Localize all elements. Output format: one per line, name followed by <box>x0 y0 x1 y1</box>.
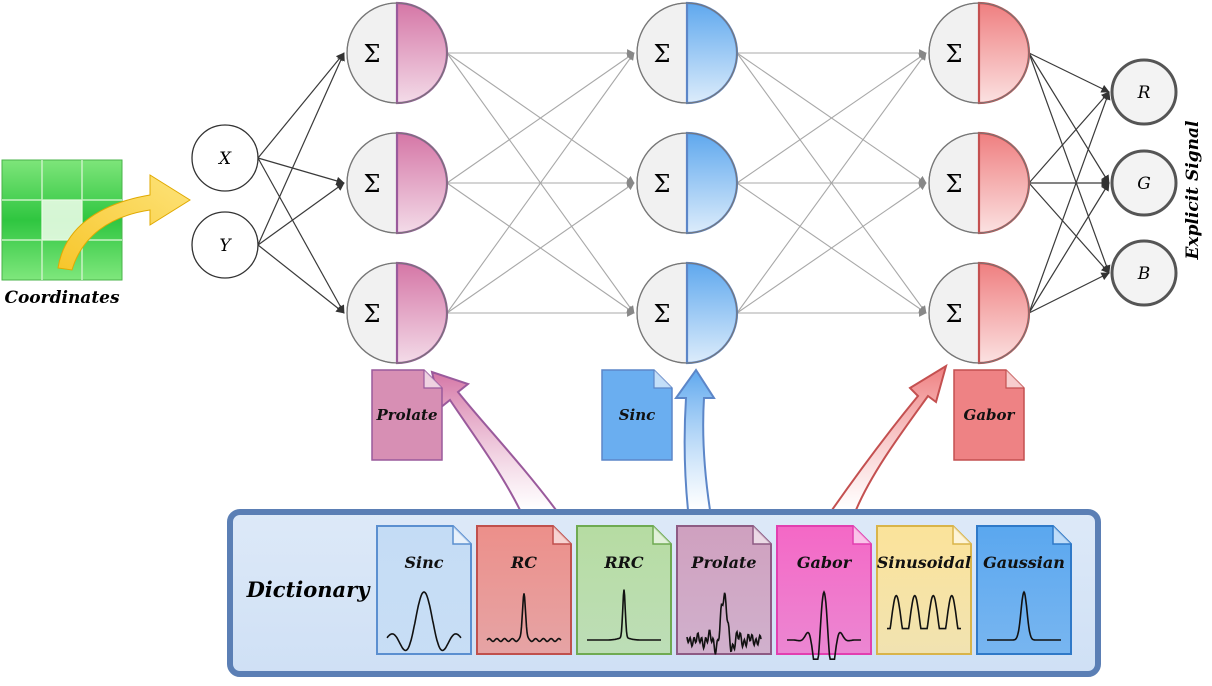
dictionary-item-rrc: RRC <box>576 525 672 655</box>
dictionary-item-label: Gabor <box>797 553 853 572</box>
sum-symbol: Σ <box>654 170 671 198</box>
arrow-to-gabor-layer <box>830 363 948 511</box>
output-node-label: G <box>1137 174 1151 194</box>
neuron-gabor-1: Σ <box>928 1 1031 105</box>
edge-layer2-to-layer3 <box>736 52 927 184</box>
waveform-gabor <box>787 590 861 660</box>
dictionary-item-sinc: Sinc <box>376 525 472 655</box>
dictionary-item-label: Prolate <box>690 553 756 572</box>
dictionary-item-sinusoidal: Sinusoidal <box>876 525 972 655</box>
edge-layer1-to-layer2 <box>446 182 635 314</box>
edge-input-to-layer1 <box>257 52 345 246</box>
waveform-prolate <box>686 592 762 655</box>
neuron-prolate-1: Σ <box>346 1 449 105</box>
edge-input-to-layer1 <box>257 157 345 185</box>
hidden-layers: Σ Σ Σ Σ Σ Σ Σ Σ Σ <box>346 1 1031 365</box>
input-node-label: Y <box>219 236 232 256</box>
edge-input-to-layer1 <box>257 157 345 314</box>
layer-doc-label: Sinc <box>619 406 656 424</box>
neuron-sinc-2: Σ <box>636 131 739 235</box>
edge-layer3-to-output <box>1028 52 1111 274</box>
edge-layer3-to-output <box>1028 52 1110 93</box>
sum-symbol: Σ <box>654 300 671 328</box>
dictionary-item-label: Gaussian <box>983 553 1065 572</box>
layer-doc-label: Gabor <box>964 406 1016 424</box>
waveform-sinc <box>386 591 462 652</box>
edge-layer1-to-layer2 <box>446 52 635 184</box>
sum-symbol: Σ <box>654 40 671 68</box>
arrow-to-prolate-layer <box>430 370 559 511</box>
dictionary-item-label: RC <box>510 553 537 572</box>
sum-symbol: Σ <box>364 170 381 198</box>
output-node-b: B <box>1110 239 1178 307</box>
neuron-prolate-2: Σ <box>346 131 449 235</box>
edge-layer3-to-output <box>1028 182 1110 314</box>
edge-input-to-layer1 <box>257 52 345 159</box>
neuron-gabor-3: Σ <box>928 261 1031 365</box>
layer-doc-sinc: Sinc <box>601 369 673 461</box>
dictionary-item-prolate: Prolate <box>676 525 772 655</box>
layer-doc-prolate: Prolate <box>371 369 443 461</box>
neuron-prolate-3: Σ <box>346 261 449 365</box>
arrow-to-sinc-layer <box>674 368 716 511</box>
edge-input-to-layer1 <box>257 182 345 246</box>
neuron-gabor-2: Σ <box>928 131 1031 235</box>
edge-input-to-layer1 <box>257 244 345 314</box>
layer-function-labels: Prolate Sinc Gabor <box>371 369 1025 461</box>
layer-doc-label: Prolate <box>375 406 437 424</box>
explicit-signal-caption: Explicit Signal <box>1183 120 1203 260</box>
output-nodes: R G B <box>1110 58 1178 307</box>
edge-layer2-to-layer3 <box>736 182 927 314</box>
input-node-x: X <box>191 124 259 192</box>
edge-layer2-to-layer3 <box>736 52 927 314</box>
input-node-y: Y <box>191 211 259 279</box>
neuron-sinc-3: Σ <box>636 261 739 365</box>
dictionary-item-rc: RC <box>476 525 572 655</box>
dictionary-panel: Dictionary Sinc RC RRC Prolate Gabor Sinusoid… <box>227 509 1101 677</box>
coordinates-caption: Coordinates <box>4 288 120 308</box>
connection-edges <box>257 49 1111 317</box>
sum-symbol: Σ <box>364 300 381 328</box>
edge-layer3-to-output <box>1028 52 1110 184</box>
sum-symbol: Σ <box>946 170 963 198</box>
sum-symbol: Σ <box>946 300 963 328</box>
output-node-label: R <box>1137 83 1151 103</box>
sum-symbol: Σ <box>364 40 381 68</box>
input-nodes: XY <box>191 124 259 279</box>
dictionary-item-gaussian: Gaussian <box>976 525 1072 655</box>
sum-symbol: Σ <box>946 40 963 68</box>
edge-layer3-to-output <box>1028 272 1110 314</box>
coordinate-input-arrow <box>57 174 191 271</box>
edge-layer1-to-layer2 <box>446 52 635 314</box>
neuron-sinc-1: Σ <box>636 1 739 105</box>
dictionary-item-label: Sinc <box>404 553 443 572</box>
dictionary-item-gabor: Gabor <box>776 525 872 660</box>
waveform-rrc <box>587 589 661 641</box>
layer-doc-gabor: Gabor <box>953 369 1025 461</box>
edge-layer3-to-output <box>1028 182 1110 274</box>
output-node-label: B <box>1137 264 1151 284</box>
output-node-r: R <box>1110 58 1178 126</box>
dictionary-title: Dictionary <box>246 577 372 602</box>
dictionary-to-layer-arrows <box>430 363 948 511</box>
waveform-gaussian <box>987 590 1061 641</box>
edge-layer3-to-output <box>1028 91 1111 314</box>
waveform-sinusoid <box>887 594 961 630</box>
waveform-rc <box>486 593 562 643</box>
dictionary-item-label: Sinusoidal <box>877 553 971 572</box>
edge-layer3-to-output <box>1028 91 1110 184</box>
input-node-label: X <box>217 149 232 169</box>
output-node-g: G <box>1110 149 1178 217</box>
dictionary-items: Sinc RC RRC Prolate Gabor Sinusoidal Gaussian <box>376 525 1072 660</box>
dictionary-item-label: RRC <box>603 553 644 572</box>
